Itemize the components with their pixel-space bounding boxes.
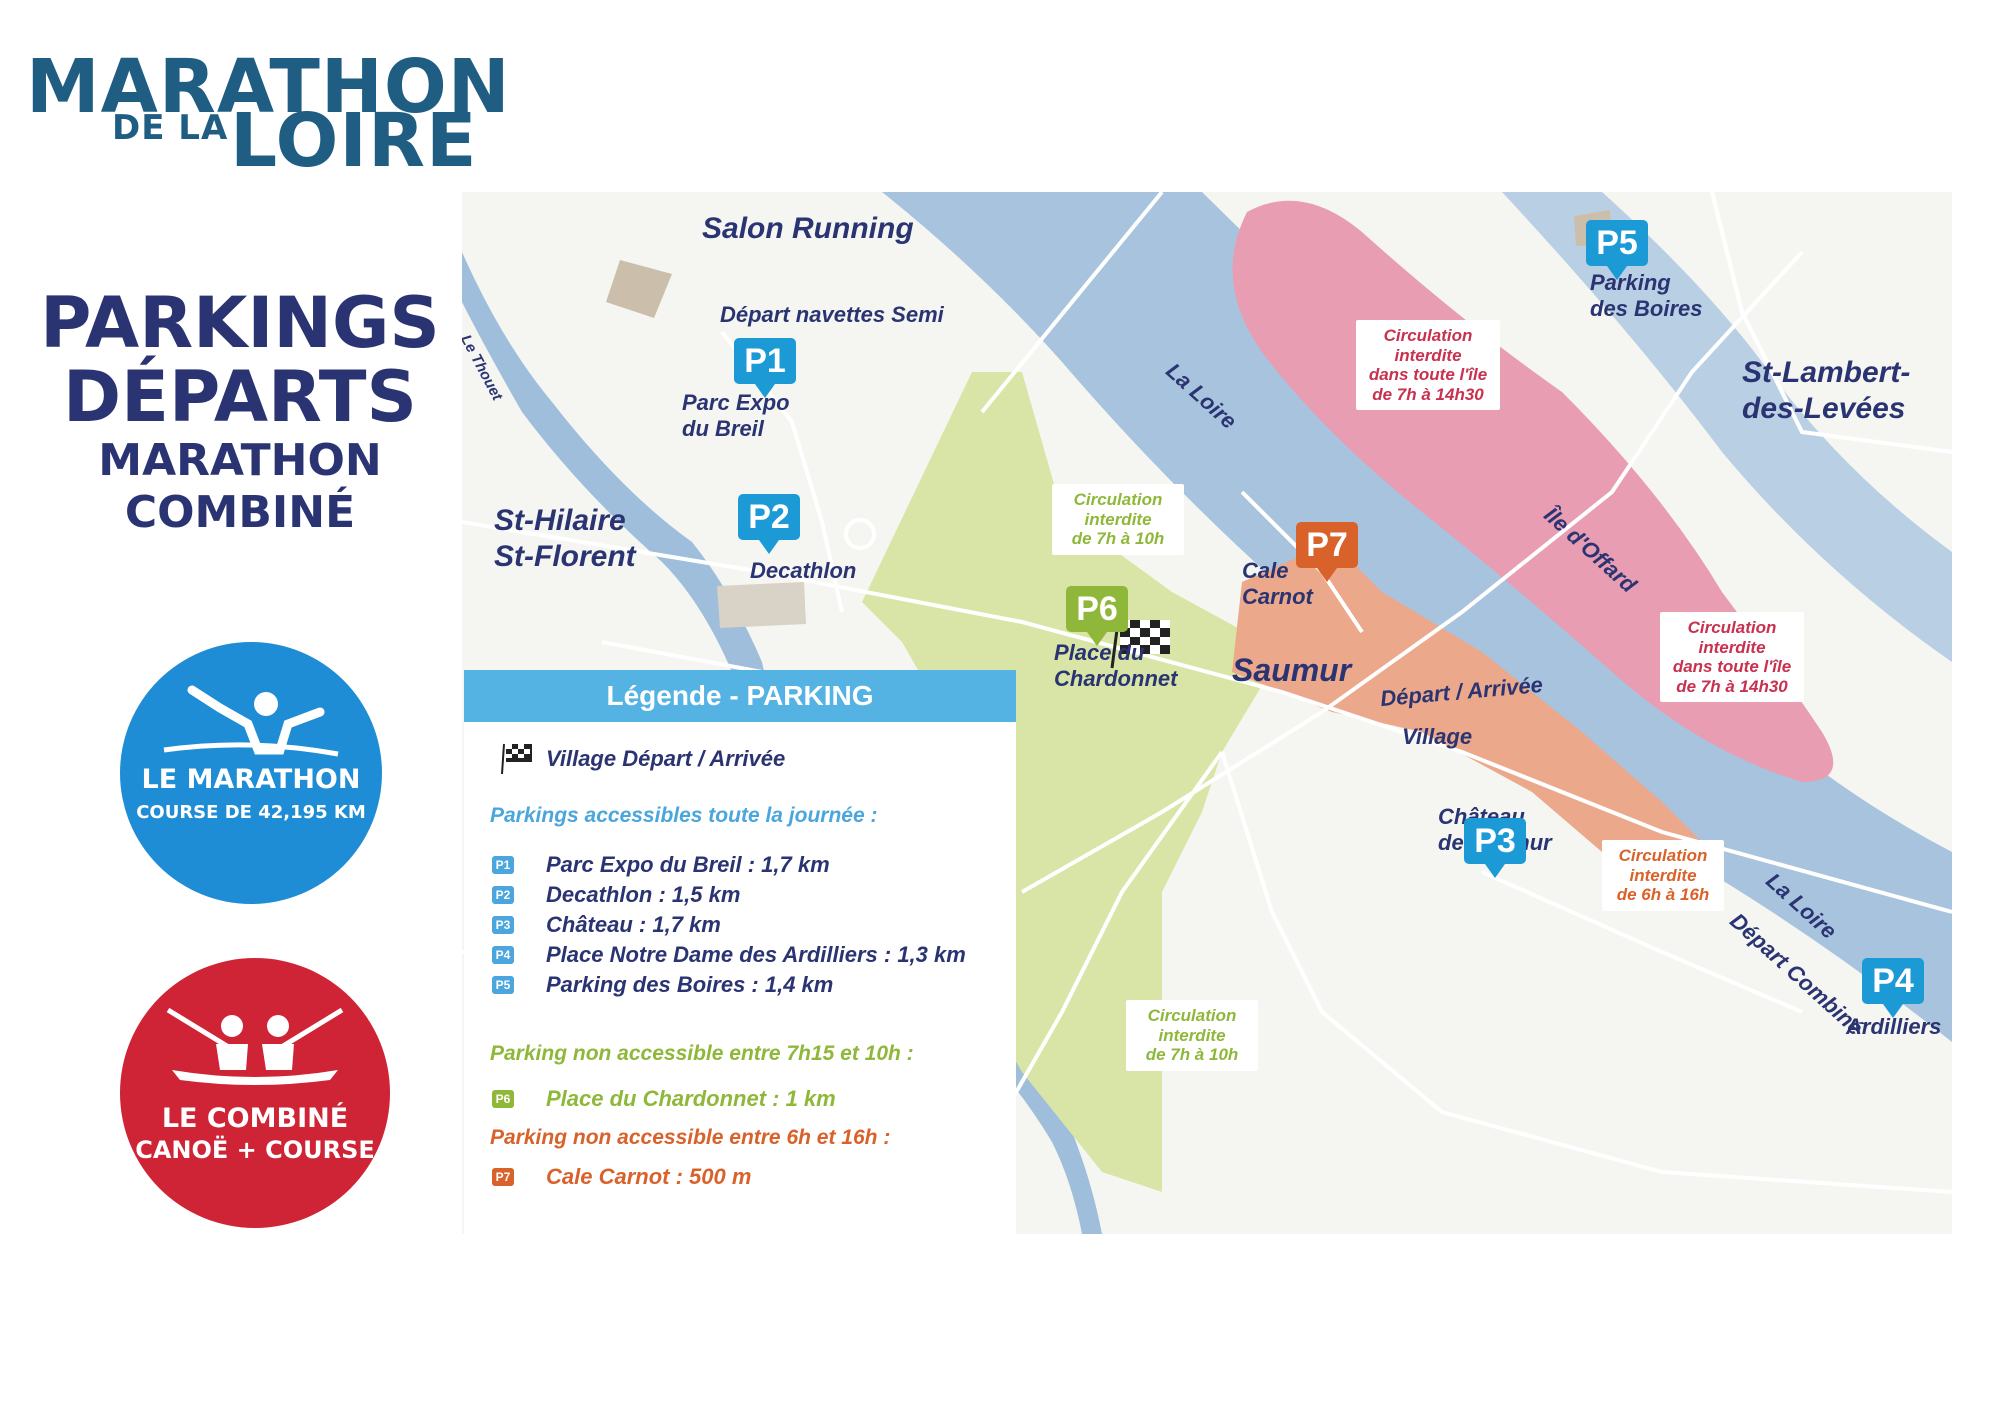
parking-p7-marker[interactable]: P7	[1296, 522, 1358, 582]
parking-p5-marker[interactable]: P5	[1586, 220, 1648, 280]
legend-p7-title: Parking non accessible entre 6h et 16h :	[490, 1126, 891, 1149]
legend-p2-text: Decathlon : 1,5 km	[546, 882, 741, 907]
parking-p1-label-2: du Breil	[682, 416, 764, 441]
label-st-lambert-1: St-Lambert-	[1742, 356, 1911, 389]
parking-p6-label-1: Place du	[1054, 640, 1145, 665]
swimmer-icon	[163, 685, 339, 757]
legend-p4-text: Place Notre Dame des Ardilliers : 1,3 km	[546, 942, 966, 967]
legend-p4-icon: P4	[492, 946, 514, 964]
logo-marathon: MARATHON	[26, 44, 511, 130]
title-marathon: MARATHON	[98, 435, 382, 486]
legend-p1-text: Parc Expo du Breil : 1,7 km	[546, 852, 830, 877]
badge-combine-title: LE COMBINÉ	[161, 1103, 349, 1134]
label-village: Village	[1402, 724, 1473, 749]
legend-p2-icon: P2	[492, 886, 514, 904]
river-north-arm	[1502, 192, 1952, 662]
legend-p6-title: Parking non accessible entre 7h15 et 10h…	[490, 1042, 914, 1065]
legend-p3-text: Château : 1,7 km	[546, 912, 721, 937]
legend-p1-icon: P1	[492, 856, 514, 874]
badge-marathon-title: LE MARATHON	[141, 764, 361, 795]
checkered-flag-icon	[501, 743, 532, 775]
parking-p4-marker[interactable]: P4	[1862, 958, 1924, 1018]
legend: Légende - PARKING Village Départ / Arriv…	[464, 670, 1016, 1234]
badge-marathon-subtitle: COURSE DE 42,195 KM	[136, 802, 366, 823]
parking-p7-label-1: Cale	[1242, 558, 1289, 583]
parking-p3-marker[interactable]: P3	[1464, 818, 1526, 878]
label-st-hilaire: St-Hilaire	[494, 504, 626, 537]
label-st-florent: St-Florent	[494, 540, 636, 573]
legend-p6-text: Place du Chardonnet : 1 km	[546, 1086, 836, 1111]
label-salon-running: Salon Running	[702, 212, 914, 245]
legend-p5-icon: P5	[492, 976, 514, 994]
badge-combine: LE COMBINÉ CANOË + COURSE	[120, 958, 390, 1228]
legend-p3-icon: P3	[492, 916, 514, 934]
river-thouet	[462, 252, 792, 832]
legend-p7-icon: P7	[492, 1168, 514, 1186]
map: Salon Running Départ navettes Semi St-Hi…	[462, 192, 1952, 1234]
legend-all-day-title: Parkings accessibles toute la journée :	[490, 804, 878, 827]
legend-p6-icon: P6	[492, 1090, 514, 1108]
parking-p7-label-2: Carnot	[1242, 584, 1313, 609]
canoe-icon	[166, 1007, 344, 1085]
green-zone	[862, 372, 1282, 1192]
parking-p1-marker[interactable]: P1	[734, 338, 796, 398]
parking-p6-label-2: Chardonnet	[1054, 666, 1178, 691]
salon-running-building	[606, 260, 672, 318]
decathlon-building	[717, 582, 806, 628]
legend-p5-text: Parking des Boires : 1,4 km	[546, 972, 834, 997]
parking-p2-label: Decathlon	[750, 558, 857, 583]
badge-marathon: LE MARATHON COURSE DE 42,195 KM	[120, 642, 382, 904]
label-saumur: Saumur	[1232, 652, 1352, 688]
parking-p4-label: Ardilliers	[1846, 1014, 1942, 1039]
parking-p2-marker[interactable]: P2	[738, 494, 800, 554]
label-st-lambert-2: des-Levées	[1742, 392, 1906, 425]
orange-zone	[1232, 542, 1702, 882]
badge-combine-subtitle: CANOË + COURSE	[135, 1136, 375, 1164]
logo-de-la: DE LA	[112, 108, 229, 148]
parking-p1-label-1: Parc Expo	[682, 390, 790, 415]
parking-p5-label-1: Parking	[1590, 270, 1671, 295]
legend-header: Légende - PARKING	[464, 670, 1016, 722]
parking-p5-label-2: des Boires	[1590, 296, 1703, 321]
legend-village: Village Départ / Arrivée	[546, 746, 786, 771]
title-departs: DÉPARTS	[63, 356, 417, 438]
title-parkings: PARKINGS	[40, 282, 440, 364]
parking-p6-marker[interactable]: P6	[1066, 586, 1128, 646]
title-combine: COMBINÉ	[124, 487, 356, 538]
legend-p7-text: Cale Carnot : 500 m	[546, 1164, 752, 1189]
label-depart-navettes: Départ navettes Semi	[720, 302, 944, 327]
logo-loire: LOIRE	[230, 98, 478, 184]
